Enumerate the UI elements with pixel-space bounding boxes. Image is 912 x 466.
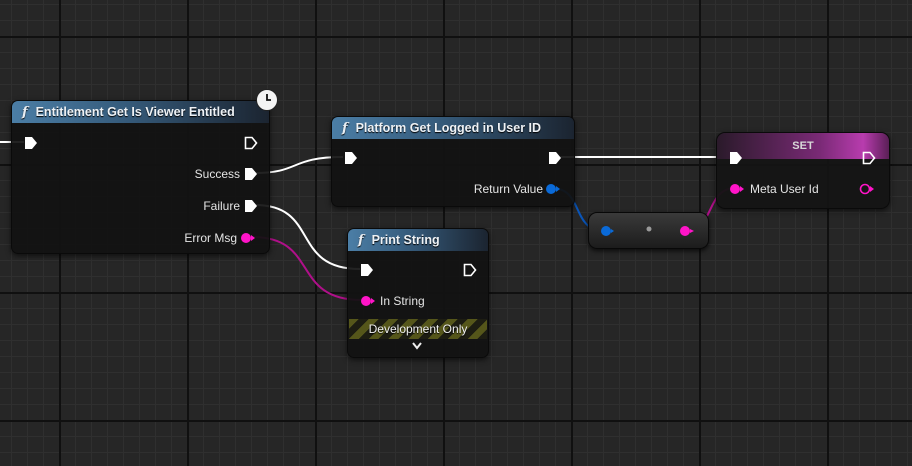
conversion-node[interactable] bbox=[588, 212, 709, 249]
chevron-down-icon[interactable] bbox=[411, 341, 423, 351]
set-node[interactable]: SET Meta User Id bbox=[716, 132, 890, 209]
print-string-node-header[interactable]: f Print String bbox=[348, 229, 488, 251]
in-string-pin[interactable] bbox=[360, 294, 376, 308]
return-value-struct-pin[interactable] bbox=[545, 182, 561, 196]
meta-user-id-output-pin[interactable] bbox=[859, 182, 875, 196]
conversion-dot-icon bbox=[646, 226, 652, 232]
platform-node[interactable]: f Platform Get Logged in User ID Return … bbox=[331, 116, 575, 207]
platform-node-header[interactable]: f Platform Get Logged in User ID bbox=[332, 117, 574, 139]
meta-user-id-label: Meta User Id bbox=[750, 182, 819, 196]
exec-out-pin[interactable] bbox=[548, 151, 562, 165]
string-wire-errormsg-to-instring bbox=[251, 236, 363, 301]
latent-clock-icon bbox=[256, 89, 278, 111]
return-value-label: Return Value bbox=[473, 182, 543, 196]
entitlement-node-header[interactable]: f Entitlement Get Is Viewer Entitled bbox=[12, 101, 269, 123]
exec-in-pin[interactable] bbox=[24, 136, 38, 150]
print-string-node[interactable]: f Print String In String Development Onl… bbox=[347, 228, 489, 358]
conversion-output-pin[interactable] bbox=[679, 224, 695, 238]
set-node-title[interactable]: SET bbox=[717, 133, 889, 159]
conversion-input-pin[interactable] bbox=[599, 224, 615, 238]
in-string-label: In String bbox=[380, 294, 425, 308]
clock-hands bbox=[266, 94, 271, 101]
function-icon: f bbox=[358, 232, 364, 248]
exec-out-pin[interactable] bbox=[463, 263, 477, 277]
print-string-node-title: Print String bbox=[371, 233, 440, 247]
success-label: Success bbox=[194, 167, 240, 181]
exec-in-pin[interactable] bbox=[729, 151, 743, 165]
function-icon: f bbox=[22, 104, 28, 120]
exec-in-pin[interactable] bbox=[344, 151, 358, 165]
exec-in-pin[interactable] bbox=[360, 263, 374, 277]
meta-user-id-input-pin[interactable] bbox=[729, 182, 745, 196]
exec-out-pin[interactable] bbox=[862, 151, 876, 165]
function-icon: f bbox=[342, 120, 348, 136]
failure-exec-pin[interactable] bbox=[244, 199, 258, 213]
error-msg-label: Error Msg bbox=[184, 231, 237, 245]
entitlement-node[interactable]: f Entitlement Get Is Viewer Entitled Suc… bbox=[11, 100, 270, 254]
platform-node-title: Platform Get Logged in User ID bbox=[355, 121, 542, 135]
failure-label: Failure bbox=[203, 199, 240, 213]
exec-wire-failure-to-print bbox=[254, 204, 361, 270]
development-only-banner: Development Only bbox=[349, 319, 487, 339]
success-exec-pin[interactable] bbox=[244, 167, 258, 181]
exec-out-pin[interactable] bbox=[244, 136, 258, 150]
entitlement-node-title: Entitlement Get Is Viewer Entitled bbox=[35, 105, 235, 119]
error-msg-string-pin[interactable] bbox=[240, 231, 256, 245]
